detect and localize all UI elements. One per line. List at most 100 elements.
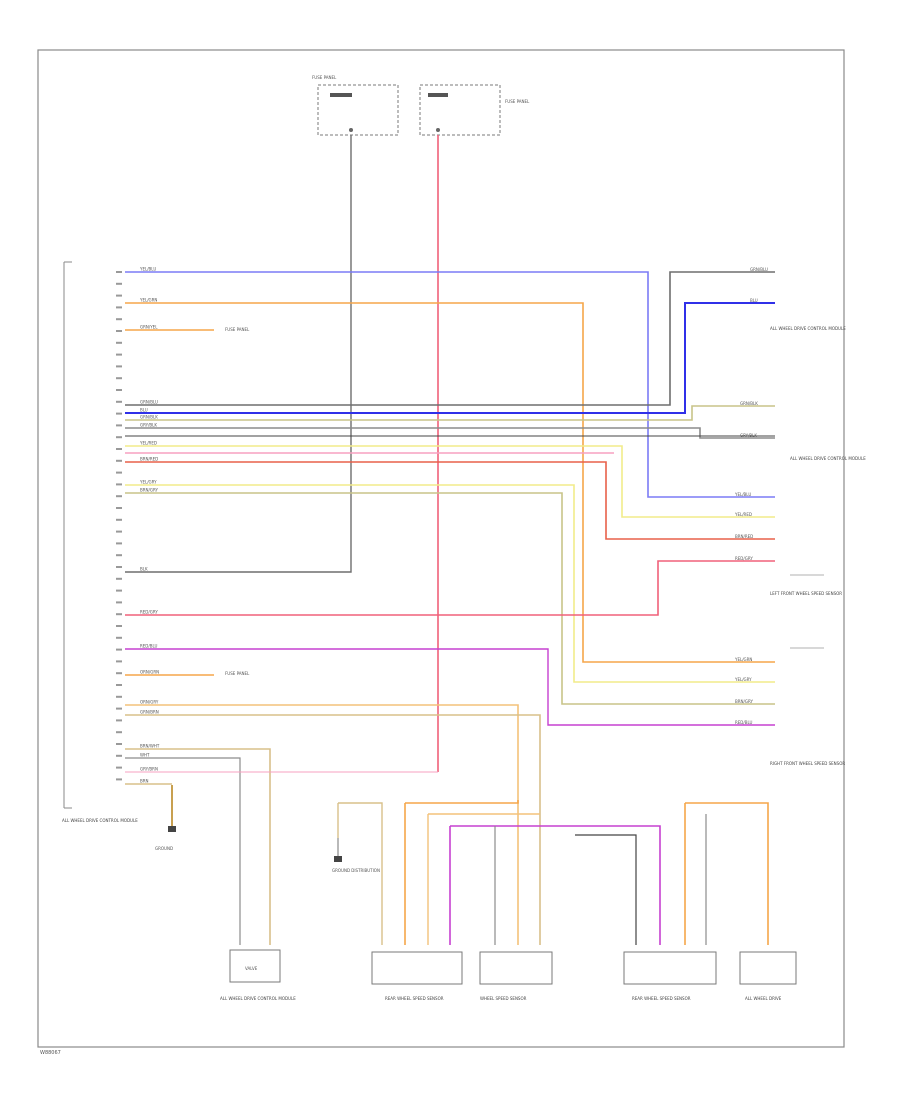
wire-label: GRY/BLK	[740, 433, 757, 438]
pin-marker	[116, 495, 122, 498]
fuse-box-left-label: FUSE PANEL	[312, 75, 337, 80]
control-module-label: ALL WHEEL DRIVE CONTROL MODULE	[62, 818, 138, 823]
wire-light-blue	[125, 271, 775, 498]
pin-marker	[116, 672, 122, 675]
pin-marker	[116, 294, 122, 297]
pin-marker	[116, 530, 122, 533]
pin-marker	[116, 448, 122, 450]
wire-labels: YEL/BLUYEL/GRNGRN/YELGRN/BLUBLUGRN/BLKGR…	[139, 267, 768, 784]
pin-marker	[116, 424, 122, 427]
pin-marker	[116, 542, 122, 545]
wire-label: YEL/GRY	[139, 480, 157, 485]
wire-label: GRN/BLU	[140, 400, 158, 405]
feed-wire-gray	[125, 135, 352, 573]
wire-label: BLU	[750, 298, 758, 303]
pin-marker	[116, 459, 122, 462]
pin-marker	[116, 660, 122, 663]
wire-yellow	[125, 445, 775, 518]
pin-marker	[116, 695, 122, 698]
pin-marker	[116, 731, 122, 734]
rear-sensor-box-1: REAR WHEEL SPEED SENSOR	[371, 951, 463, 1001]
wire-label: BRN/WHT	[140, 744, 160, 749]
wire-label: RED/BLU	[140, 644, 158, 649]
fuse-box-right-label: FUSE PANEL	[505, 99, 530, 104]
wire-olive	[125, 405, 775, 421]
wire-label: ORN/GRN	[140, 670, 159, 675]
pin-marker	[116, 613, 122, 616]
pin-marker	[116, 636, 122, 639]
wire-red-2	[125, 560, 775, 616]
right-module-label-2: ALL WHEEL DRIVE CONTROL MODULE	[790, 456, 866, 461]
right-module-label: ALL WHEEL DRIVE CONTROL MODULE	[770, 326, 846, 331]
pin-marker	[116, 601, 122, 604]
wire-label: BRN	[140, 779, 149, 784]
pin-marker	[116, 625, 122, 627]
fuse-reference-2: FUSE PANEL	[225, 671, 250, 676]
wire-label: GRY/BRN	[140, 767, 158, 772]
valve-label: ALL WHEEL DRIVE CONTROL MODULE	[220, 996, 296, 1001]
pin-marker	[116, 471, 122, 474]
pin-marker	[116, 318, 122, 321]
wire-magenta	[125, 648, 775, 726]
left-speed-sensor-label: LEFT FRONT WHEEL SPEED SENSOR	[770, 591, 842, 596]
wire-label: YEL/GRN	[734, 657, 752, 662]
pin-marker	[116, 365, 122, 368]
pin-marker	[116, 743, 122, 745]
pin-marker	[116, 330, 122, 332]
wire-label: BLU	[140, 408, 148, 413]
wire-label: BRN/RED	[140, 457, 158, 462]
wire-drop-3	[125, 748, 271, 945]
wire-label: GRN/BLK	[140, 415, 158, 420]
wire-gray-mid	[125, 427, 775, 439]
wire-label: ORN/GRY	[140, 700, 159, 705]
pin-marker	[116, 306, 122, 309]
valve-box: VALVE ALL WHEEL DRIVE CONTROL MODULE	[220, 949, 296, 1001]
harness-2	[405, 800, 519, 804]
pin-marker	[116, 554, 122, 557]
rear-sensor-box-3: REAR WHEEL SPEED SENSOR	[623, 951, 717, 1001]
pin-marker	[116, 577, 122, 580]
pin-marker	[116, 778, 122, 781]
wire-dark-red	[125, 461, 775, 540]
pin-marker	[116, 271, 122, 273]
svg-text:REAR WHEEL SPEED SENSOR: REAR WHEEL SPEED SENSOR	[632, 996, 691, 1001]
fuse-box-left: FUSE PANEL	[312, 75, 399, 136]
wire-label: YEL/RED	[139, 441, 157, 446]
wire-label: GRN/BRN	[140, 710, 159, 715]
pin-marker	[116, 353, 122, 356]
wire-drop-4	[125, 757, 241, 945]
wire-label: GRN/BLK	[740, 401, 758, 406]
pin-marker	[116, 507, 122, 509]
wire-label: GRN/BLU	[750, 267, 768, 272]
pin-marker	[116, 766, 122, 769]
wire-orange	[125, 302, 775, 663]
wire-label: BRN/GRY	[140, 488, 158, 493]
pin-marker	[116, 377, 122, 380]
pin-marker	[116, 389, 122, 391]
diagram-frame	[37, 49, 845, 1048]
svg-text:GROUND DISTRIBUTION: GROUND DISTRIBUTION	[332, 868, 380, 873]
awd-box: ALL WHEEL DRIVE	[739, 951, 797, 1001]
footer-code: W88067	[40, 1050, 61, 1056]
wire-label: WHT	[140, 753, 150, 758]
pin-marker	[116, 436, 122, 439]
wire-label: YEL/BLU	[139, 267, 156, 272]
wire-label: RED/BLU	[735, 720, 753, 725]
wire-label: BRN/RED	[735, 534, 753, 539]
wire-label: BLK	[140, 567, 148, 572]
wire-label: YEL/BLU	[734, 492, 751, 497]
wire-blue	[125, 302, 775, 414]
rear-sensor-box-2: WHEEL SPEED SENSOR	[479, 951, 553, 1001]
svg-text:VALVE: VALVE	[245, 966, 258, 971]
pin-marker	[116, 483, 122, 486]
wire-label: YEL/RED	[734, 512, 752, 517]
wires	[125, 135, 775, 945]
pin-marker	[116, 707, 122, 710]
ground-symbol: GROUND	[155, 785, 176, 851]
pin-marker	[116, 518, 122, 521]
wire-label: GRY/BLK	[140, 423, 157, 428]
right-speed-sensor-label: RIGHT FRONT WHEEL SPEED SENSOR	[770, 761, 845, 766]
fuse-reference-1: FUSE PANEL	[225, 327, 250, 332]
wire-drop-2	[125, 714, 541, 945]
